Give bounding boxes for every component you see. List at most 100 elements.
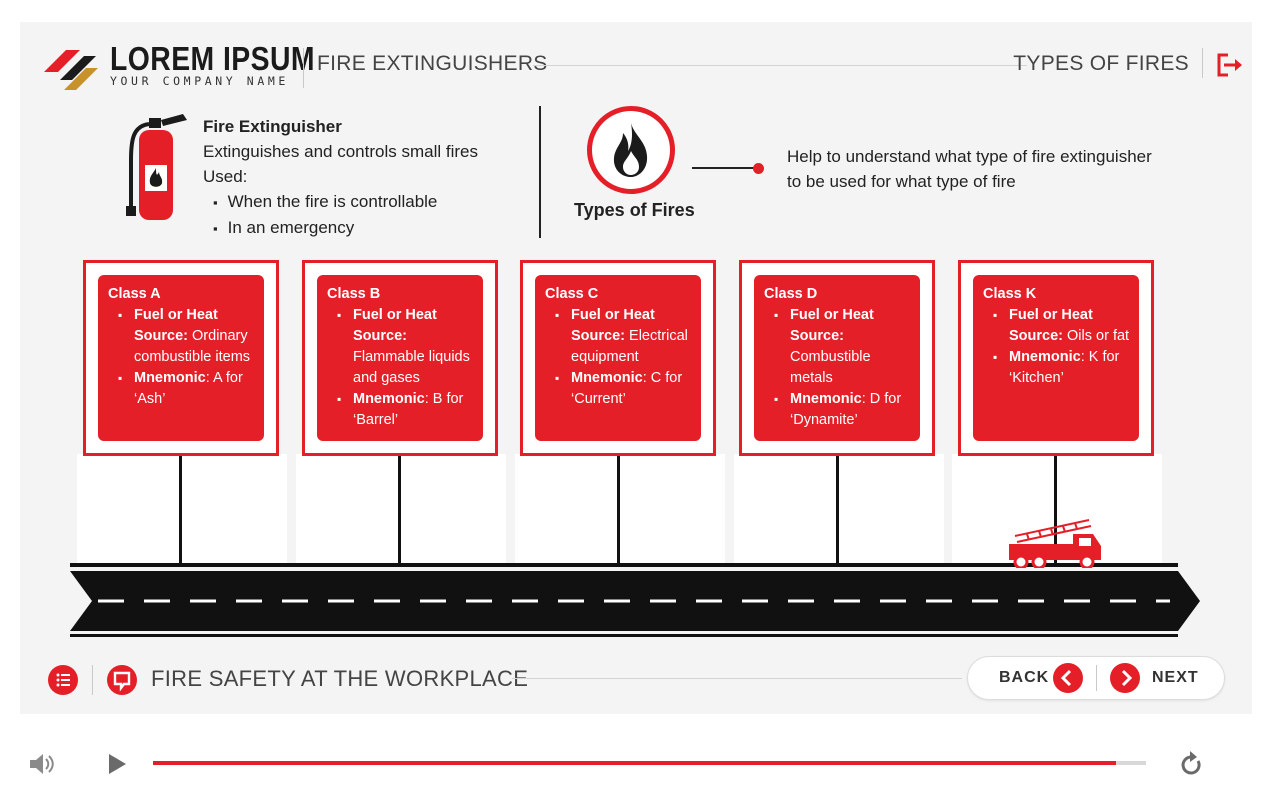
exit-icon[interactable]	[1214, 50, 1244, 80]
fire-extinguisher-icon	[126, 114, 187, 220]
mnemonic-label: Mnemonic	[1009, 349, 1081, 365]
mnemonic-label: Mnemonic	[134, 370, 206, 386]
fuel-value: Oils or fat	[1067, 328, 1130, 344]
usage-item: When the fire is controllable	[213, 189, 478, 215]
back-chevron-icon	[1053, 663, 1083, 693]
logo-subtitle: YOUR COMPANY NAME	[110, 74, 289, 88]
sign-panel: Class B Fuel or Heat Source: Flammable l…	[317, 275, 483, 441]
extinguisher-title: Fire Extinguisher	[203, 117, 342, 136]
transcript-button[interactable]	[107, 665, 137, 695]
fuel-value: Flammable liquids and gases	[353, 349, 470, 386]
mnemonic-value: : K for ‘Kitchen’	[1009, 349, 1120, 386]
class-name: Class B	[327, 286, 381, 302]
nav-divider	[1096, 665, 1097, 691]
fuel-item: Fuel or Heat Source: Electrical equipmen…	[555, 305, 693, 368]
used-label: Used:	[203, 167, 248, 186]
sign-panel: Class K Fuel or Heat Source: Oils or fat…	[973, 275, 1139, 441]
class-a-sign: Class A Fuel or Heat Source: Ordinary co…	[83, 260, 279, 456]
volume-icon[interactable]	[28, 751, 56, 777]
class-c-sign: Class C Fuel or Heat Source: Electrical …	[520, 260, 716, 456]
sign-post	[398, 456, 401, 566]
sign-post	[617, 456, 620, 566]
sign-backdrop	[296, 454, 506, 564]
flame-icon	[613, 123, 648, 177]
logo-title: LOREM IPSUM	[110, 40, 315, 77]
fuel-value: Electrical equipment	[571, 328, 688, 365]
footer-rule	[512, 678, 962, 679]
mnemonic-value: : A for ‘Ash’	[134, 370, 243, 407]
sign-panel: Class D Fuel or Heat Source: Combustible…	[754, 275, 920, 441]
sign-backdrop	[734, 454, 944, 564]
mnemonic-item: Mnemonic: A for ‘Ash’	[118, 368, 256, 410]
mnemonic-label: Mnemonic	[571, 370, 643, 386]
class-name: Class C	[545, 286, 599, 302]
fuel-item: Fuel or Heat Source: Flammable liquids a…	[337, 305, 475, 389]
usage-list: When the fire is controllable In an emer…	[213, 189, 478, 241]
mnemonic-value: : D for ‘Dynamite’	[790, 391, 902, 428]
fire-badge	[587, 106, 675, 194]
header-rule	[533, 65, 1027, 66]
module-title: FIRE EXTINGUISHERS	[317, 52, 548, 75]
mnemonic-item: Mnemonic: B for ‘Barrel’	[337, 389, 475, 431]
class-name: Class A	[108, 286, 161, 302]
fuel-item: Fuel or Heat Source: Ordinary combustibl…	[118, 305, 256, 368]
mnemonic-value: : B for ‘Barrel’	[353, 391, 464, 428]
class-d-sign: Class D Fuel or Heat Source: Combustible…	[739, 260, 935, 456]
sign-backdrop	[77, 454, 287, 564]
class-k-sign: Class K Fuel or Heat Source: Oils or fat…	[958, 260, 1154, 456]
fuel-label: Fuel or Heat Source:	[134, 307, 218, 344]
usage-item: In an emergency	[213, 215, 478, 241]
mnemonic-item: Mnemonic: D for ‘Dynamite’	[774, 389, 912, 431]
extinguisher-info: Fire Extinguisher Extinguishes and contr…	[203, 114, 478, 241]
company-logo-icon	[44, 50, 98, 90]
types-of-fires-label: Types of Fires	[574, 200, 695, 220]
progress-bar[interactable]	[153, 761, 1146, 765]
sign-backdrop	[515, 454, 725, 564]
replay-icon[interactable]	[1178, 750, 1204, 778]
mnemonic-label: Mnemonic	[790, 391, 862, 407]
mnemonic-item: Mnemonic: C for ‘Current’	[555, 368, 693, 410]
sign-post	[1054, 456, 1057, 566]
fuel-value: Ordinary combustible items	[134, 328, 251, 365]
fuel-item: Fuel or Heat Source: Combustible metals	[774, 305, 912, 389]
fuel-item: Fuel or Heat Source: Oils or fat	[993, 305, 1131, 347]
navigation-pill: BACK NEXT	[967, 656, 1225, 700]
footer-divider	[92, 665, 93, 695]
progress-fill	[153, 761, 1117, 765]
class-name: Class D	[764, 286, 818, 302]
next-label: NEXT	[1152, 669, 1199, 686]
chat-icon	[113, 671, 131, 692]
header-divider-right	[1202, 48, 1203, 78]
fuel-label: Fuel or Heat Source:	[571, 307, 655, 344]
sign-post	[179, 456, 182, 566]
next-button[interactable]: NEXT	[1098, 657, 1224, 699]
fuel-label: Fuel or Heat Source:	[790, 307, 874, 344]
class-b-sign: Class B Fuel or Heat Source: Flammable l…	[302, 260, 498, 456]
mnemonic-value: : C for ‘Current’	[571, 370, 683, 407]
list-icon	[56, 673, 70, 687]
course-title: FIRE SAFETY AT THE WORKPLACE	[151, 666, 529, 691]
next-chevron-icon	[1110, 663, 1140, 693]
extinguisher-description: Extinguishes and controls small fires	[203, 142, 478, 161]
section-title: TYPES OF FIRES	[1013, 52, 1189, 75]
sign-panel: Class A Fuel or Heat Source: Ordinary co…	[98, 275, 264, 441]
mnemonic-label: Mnemonic	[353, 391, 425, 407]
types-description: Help to understand what type of fire ext…	[787, 147, 1152, 191]
play-icon[interactable]	[106, 751, 128, 777]
connector-dot	[753, 163, 764, 174]
header-divider	[303, 48, 304, 88]
back-button[interactable]: BACK	[968, 657, 1096, 699]
mnemonic-item: Mnemonic: K for ‘Kitchen’	[993, 347, 1131, 389]
slide: LOREM IPSUM YOUR COMPANY NAME FIRE EXTIN…	[20, 22, 1252, 714]
fuel-value: Combustible metals	[790, 349, 871, 386]
sign-post	[836, 456, 839, 566]
menu-button[interactable]	[48, 665, 78, 695]
fuel-label: Fuel or Heat Source:	[1009, 307, 1093, 344]
intro-divider	[539, 106, 541, 238]
class-name: Class K	[983, 286, 1037, 302]
sign-panel: Class C Fuel or Heat Source: Electrical …	[535, 275, 701, 441]
connector-line	[692, 167, 758, 169]
fire-truck-icon	[1009, 519, 1101, 568]
fuel-label: Fuel or Heat Source:	[353, 307, 437, 344]
back-label: BACK	[999, 669, 1050, 686]
